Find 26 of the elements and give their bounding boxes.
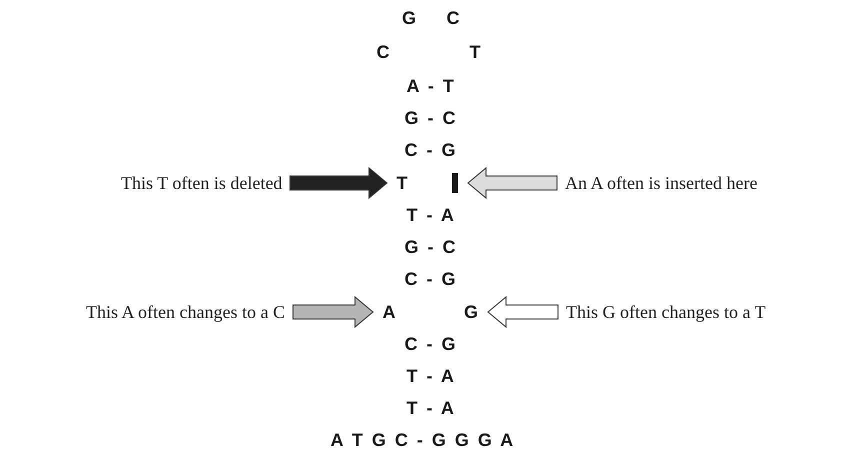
base-letter: G bbox=[402, 9, 416, 27]
base-pair: T - A bbox=[406, 367, 454, 385]
annotation-text: This T often is deleted bbox=[121, 174, 282, 192]
base-pair: A - T bbox=[406, 77, 454, 95]
base-letter: G bbox=[464, 303, 478, 321]
base-pair: C - G bbox=[404, 141, 456, 159]
base-letter: T bbox=[470, 43, 480, 61]
block-arrow bbox=[467, 166, 558, 200]
base-pair: C - G bbox=[404, 270, 456, 288]
annotation-text: An A often is inserted here bbox=[565, 174, 758, 192]
annotation-text: This A often changes to a C bbox=[86, 303, 285, 321]
base-pair: C - G bbox=[404, 335, 456, 353]
block-arrow bbox=[290, 166, 388, 200]
block-arrow bbox=[487, 296, 558, 328]
base-pair: T - A bbox=[406, 206, 454, 224]
block-arrow bbox=[292, 296, 374, 328]
base-letter: C bbox=[446, 9, 460, 27]
base-letter: T bbox=[396, 174, 408, 192]
base-pair: G - C bbox=[404, 238, 456, 256]
base-pair: T - A bbox=[406, 399, 454, 417]
base-letter: A bbox=[382, 303, 396, 321]
base-letter: C bbox=[376, 43, 390, 61]
base-pair: G - C bbox=[404, 109, 456, 127]
insertion-mark bbox=[452, 173, 458, 193]
base-pair: A T G C - G G G A bbox=[330, 431, 514, 449]
annotation-text: This G often changes to a T bbox=[566, 303, 766, 321]
